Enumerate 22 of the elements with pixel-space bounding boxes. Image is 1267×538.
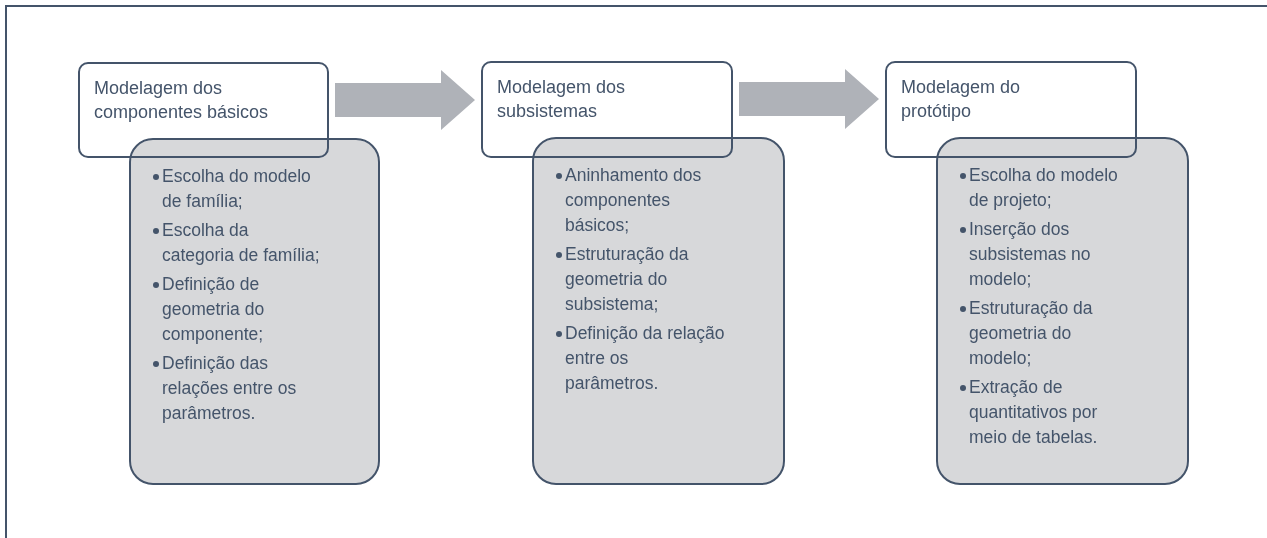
detail-card: [532, 137, 785, 485]
bullet-text: Estruturação da geometria do modelo;: [969, 297, 1094, 370]
bullet-text: Extração de quantitativos por meio de tabelas.: [969, 376, 1099, 449]
step-title: Modelagem do protótipo: [901, 76, 1022, 123]
bullet-text: Escolha da categoria de família;: [162, 219, 321, 267]
bullet-text: Inserção dos subsistemas no modelo;: [969, 218, 1092, 291]
bullet-text: Estruturação da geometria do subsistema;: [565, 243, 690, 316]
bullet-text: Definição das relações entre os parâmetros.: [162, 352, 298, 425]
bullet-text: Aninhamento dos componentes básicos;: [565, 164, 703, 237]
step-title: Modelagem dos componentes básicos: [94, 77, 270, 124]
step-title: Modelagem dos subsistemas: [497, 76, 627, 123]
block-arrow: [739, 69, 879, 129]
bullet-text: Escolha do modelo de família;: [162, 165, 312, 213]
detail-card: [936, 137, 1189, 485]
block-arrow: [335, 70, 475, 130]
step-box: [78, 62, 329, 158]
bullet-text: Definição da relação entre os parâmetros.: [565, 322, 725, 395]
step-box: [885, 61, 1137, 158]
step-box: [481, 61, 733, 158]
detail-card: [129, 138, 380, 485]
bullet-text: Escolha do modelo de projeto;: [969, 164, 1119, 212]
bullet-text: Definição de geometria do componente;: [162, 273, 266, 346]
